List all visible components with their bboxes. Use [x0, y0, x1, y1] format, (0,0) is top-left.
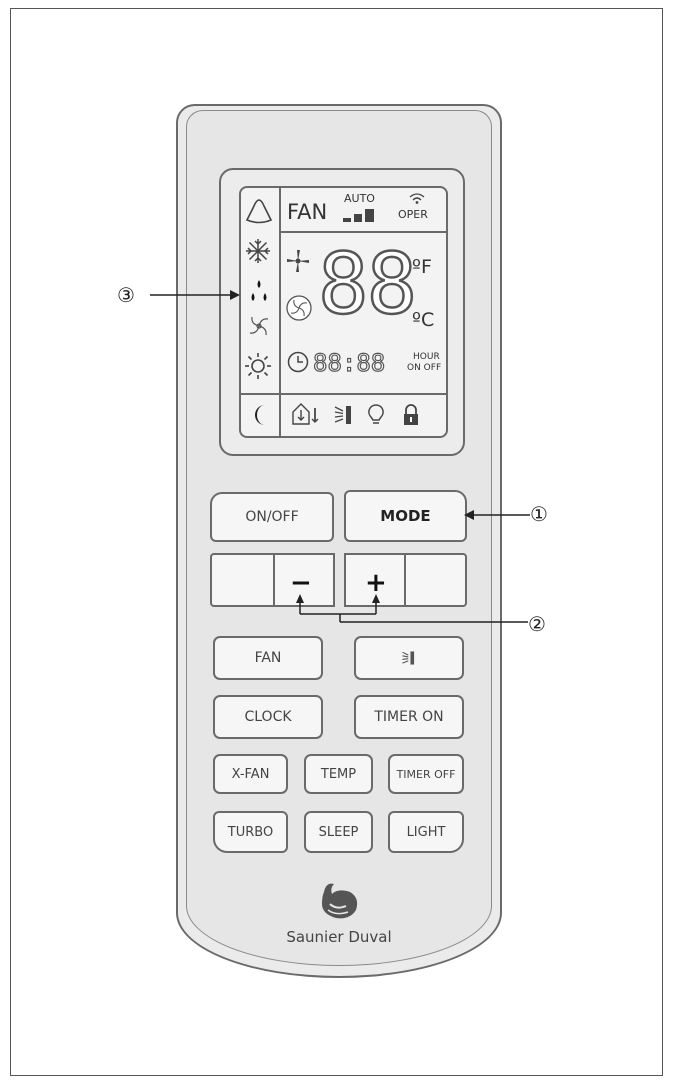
callout-1: ①	[530, 502, 548, 526]
lcd-divider	[279, 231, 448, 233]
unit-celsius: ºC	[412, 309, 435, 331]
callout-3-arrow	[150, 290, 240, 300]
auto-mode-icon	[245, 199, 273, 224]
callout-1-arrow	[464, 510, 530, 520]
lcd-auto-label: AUTO	[344, 192, 375, 205]
temperature-digits: 88	[317, 235, 419, 333]
sleep-button[interactable]: SLEEP	[304, 811, 373, 853]
minus-sign: −	[290, 568, 312, 598]
clock-button[interactable]: CLOCK	[213, 695, 323, 739]
on-off-button[interactable]: ON/OFF	[210, 492, 334, 542]
timer-off-button[interactable]: TIMER OFF	[388, 754, 464, 794]
house-temp-icon	[292, 403, 319, 425]
hour-label: HOUR	[413, 352, 440, 362]
plus-sign: +	[365, 568, 387, 598]
cool-mode-icon	[246, 239, 270, 263]
dry-mode-icon	[251, 280, 267, 301]
minus-button[interactable]	[273, 553, 335, 607]
turbo-button[interactable]: TURBO	[213, 811, 288, 853]
light-button[interactable]: LIGHT	[388, 811, 464, 853]
callout-3: ③	[117, 283, 135, 307]
heat-mode-icon	[245, 353, 271, 379]
fan-blade-icon	[287, 250, 309, 272]
brand-logo-icon	[322, 883, 358, 919]
swing-button[interactable]	[354, 636, 464, 680]
callout-2-arrows	[296, 594, 528, 623]
temp-button[interactable]: TEMP	[304, 754, 373, 794]
light-bulb-icon	[368, 404, 384, 424]
timer-on-button[interactable]: TIMER ON	[354, 695, 464, 739]
lock-icon	[404, 404, 418, 425]
brand-name: Saunier Duval	[286, 928, 392, 946]
clock-digits: 88:88	[312, 348, 386, 377]
lcd-divider	[279, 186, 281, 438]
minus-button-left[interactable]	[210, 553, 275, 607]
unit-fahrenheit: ºF	[412, 256, 432, 278]
lcd-fan-label: FAN	[287, 200, 328, 224]
fan-button[interactable]: FAN	[213, 636, 323, 680]
mode-button[interactable]: MODE	[344, 490, 467, 542]
swing-spiral-icon	[286, 295, 312, 321]
swing-louver-icon	[334, 406, 351, 424]
fan-speed-bars-icon	[343, 209, 374, 222]
callout-2: ②	[528, 612, 546, 636]
lcd-divider	[239, 393, 448, 395]
x-fan-button[interactable]: X-FAN	[213, 754, 288, 794]
on-off-label: ON OFF	[407, 363, 442, 373]
lcd-screen	[239, 186, 448, 438]
sleep-moon-icon	[255, 405, 265, 425]
lcd-oper-label: OPER	[398, 208, 428, 221]
signal-icon	[409, 193, 425, 204]
fan-mode-icon	[249, 316, 269, 336]
clock-icon	[287, 351, 309, 373]
swing-louver-icon	[402, 651, 415, 665]
plus-button-right[interactable]	[404, 553, 467, 607]
